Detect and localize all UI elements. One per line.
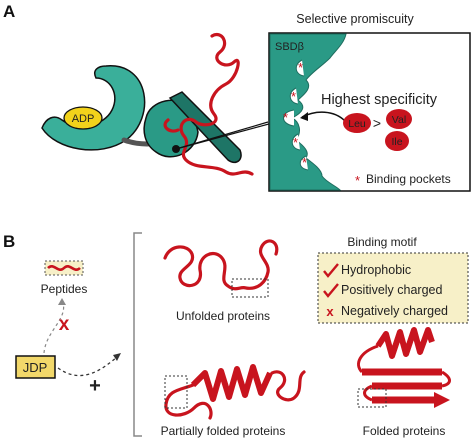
leu-label: Leu xyxy=(348,118,366,130)
folded-proteins-label: Folded proteins xyxy=(363,424,446,438)
folded-protein-loop xyxy=(357,344,379,374)
specificity-arrowhead xyxy=(300,112,308,121)
binding-pockets-legend: Binding pockets xyxy=(366,172,451,186)
motif-positively-charged: Positively charged xyxy=(341,283,442,297)
unfolded-protein-chain xyxy=(163,239,279,291)
peptide-chain xyxy=(47,265,81,271)
zoom-line xyxy=(175,121,269,150)
pocket-star: * xyxy=(283,110,288,125)
adp-ellipse xyxy=(63,106,103,130)
binding-pocket xyxy=(299,155,309,171)
positive-check-icon xyxy=(323,283,339,298)
binding-pocket xyxy=(295,59,305,77)
panel-a-letter: A xyxy=(3,2,15,21)
hydrophobic-check-icon xyxy=(323,263,339,278)
partial-protein-helix xyxy=(190,364,273,402)
partial-protein-coil xyxy=(270,370,306,402)
leu-residue xyxy=(343,113,371,133)
ile-label: Ile xyxy=(391,136,402,148)
motif-negatively-charged: Negatively charged xyxy=(341,304,448,318)
folded-protein-helix xyxy=(375,327,435,359)
folded-protein-loop xyxy=(441,370,451,388)
partial-binding-motif-box xyxy=(164,375,188,409)
jdp-to-peptide-arrowhead xyxy=(58,298,66,305)
motif-hydrophobic: Hydrophobic xyxy=(341,263,411,277)
partially-folded-proteins-label: Partially folded proteins xyxy=(161,424,286,438)
jdp-arrow-right xyxy=(57,355,119,377)
jdp-label: JDP xyxy=(23,360,48,375)
binding-motif-box xyxy=(317,252,469,324)
pocket-star: * xyxy=(302,155,307,170)
val-label: Val xyxy=(392,114,406,126)
blocked-x-mark: x xyxy=(59,314,70,335)
binding-motif-title: Binding motif xyxy=(347,235,417,249)
selective-promiscuity-title: Selective promiscuity xyxy=(296,12,414,26)
legend-star: * xyxy=(355,173,360,188)
highest-specificity-label: Highest specificity xyxy=(321,92,438,108)
jdp-box xyxy=(15,355,56,379)
partial-protein-loop xyxy=(164,383,213,420)
sbd-beta-label: SBDβ xyxy=(275,41,304,53)
substrate-bracket xyxy=(133,232,142,437)
panel-b-letter: B xyxy=(3,232,15,251)
binding-pocket xyxy=(291,133,301,151)
peptides-label: Peptides xyxy=(41,282,88,296)
adp-label: ADP xyxy=(72,113,95,125)
plus-sign: + xyxy=(89,375,101,397)
folded-protein-arrowhead xyxy=(434,392,450,408)
unfolded-proteins-label: Unfolded proteins xyxy=(176,309,270,323)
negative-x-icon: x xyxy=(326,304,334,319)
nbd-domain xyxy=(41,65,146,151)
ile-residue xyxy=(385,131,409,151)
jdp-arrowhead-right xyxy=(113,353,121,361)
jdp-to-peptide-arrow xyxy=(43,299,65,354)
greater-than-sign: > xyxy=(373,115,381,131)
pocket-star: * xyxy=(298,60,303,75)
sbd-alpha-lid xyxy=(168,91,242,164)
folded-protein-loop xyxy=(363,384,373,402)
binding-pocket xyxy=(289,87,299,105)
val-residue xyxy=(386,109,412,129)
substrate-peptide-chain xyxy=(179,33,254,176)
binding-pocket-highest xyxy=(283,109,295,127)
substrate-peptide-tail xyxy=(163,118,180,133)
pocket-star: * xyxy=(291,89,296,104)
pocket-star: * xyxy=(293,135,298,150)
folded-binding-motif-box xyxy=(357,388,387,408)
unfolded-binding-motif-box xyxy=(231,278,269,298)
